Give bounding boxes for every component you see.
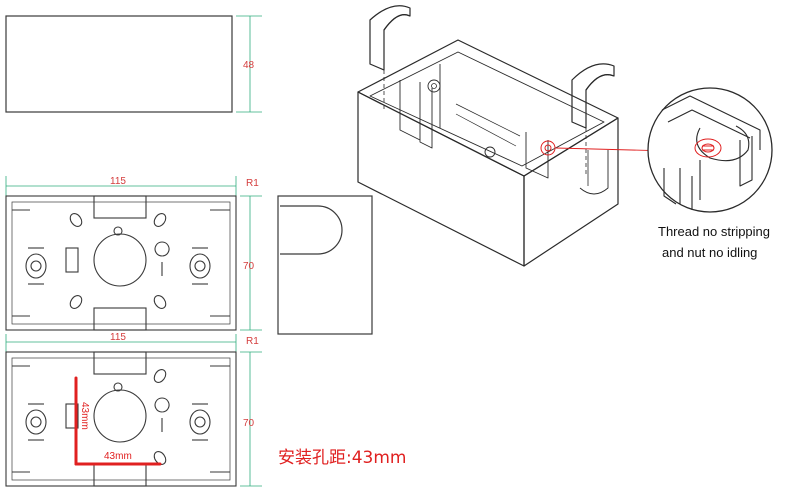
front-view-1-height-dimension (240, 195, 262, 331)
detail-thread-highlight (694, 138, 722, 158)
top-view-height-label: 48 (243, 60, 255, 71)
callout-text-line-1: Thread no stripping (658, 224, 770, 239)
top-view (5, 15, 233, 113)
front-view-2-width-dimension (5, 334, 237, 352)
side-view (277, 195, 373, 335)
vertical-spacing-label: 43mm (79, 402, 90, 430)
front-view-2-right-screw-post (189, 403, 211, 441)
top-view-outline (5, 15, 233, 113)
threaded-boss-highlight (540, 140, 556, 156)
right-cover-tab (571, 63, 615, 176)
front-view-1-knockout (93, 233, 147, 287)
front-view-1 (5, 195, 237, 331)
mounting-distance-caption: 安装孔距:43mm (278, 448, 406, 468)
front-view-1-width-label: 115 (110, 176, 126, 187)
front-view-1-height-label: 70 (243, 261, 255, 272)
front-view-2-knockout (93, 389, 147, 443)
front-view-2-height-dimension (240, 351, 262, 487)
side-view-outline (277, 195, 373, 335)
detail-callout (647, 87, 773, 213)
front-view-2-radius-label: R1 (246, 336, 259, 347)
callout-text-line-2: and nut no idling (662, 245, 757, 260)
front-view-1-width-dimension (5, 176, 237, 196)
horizontal-spacing-label: 43mm (104, 451, 132, 462)
isometric-box (357, 39, 619, 267)
top-view-height-dimension (236, 15, 262, 113)
front-view-2-height-label: 70 (243, 418, 255, 429)
left-cover-tab (369, 5, 411, 112)
front-view-1-left-screw-post (25, 247, 47, 285)
front-view-2-left-screw-post (25, 403, 47, 441)
front-view-1-radius-label: R1 (246, 178, 259, 189)
box-front-face (357, 91, 525, 267)
front-view-2-width-label: 115 (110, 332, 126, 343)
box-top-rim (357, 39, 619, 177)
front-view-1-right-screw-post (189, 247, 211, 285)
front-view-2 (5, 351, 237, 487)
mounting-spacing-markers (74, 376, 162, 466)
side-view-rounded-tab (280, 205, 343, 255)
box-inner-rim (369, 51, 605, 167)
